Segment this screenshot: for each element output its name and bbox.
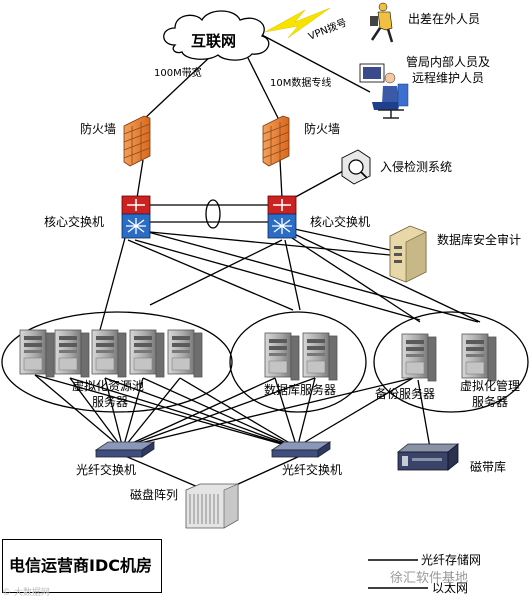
- core-switch-left-icon: [121, 195, 151, 239]
- db-audit-label: 数据库安全审计: [437, 232, 521, 247]
- internal-user-line1: 管局内部人员及: [406, 54, 490, 69]
- db-server-group: [229, 311, 367, 413]
- core-switch-left-label: 核心交换机: [44, 214, 104, 229]
- watermark-left: © 大数据网: [2, 588, 50, 598]
- backup-server-icon: [401, 333, 437, 382]
- disk-array-icon: [185, 483, 239, 529]
- backup-group: [373, 311, 529, 413]
- virt-mgmt-line2: 服务器: [472, 394, 508, 409]
- remote-user-label: 出差在外人员: [408, 12, 480, 26]
- remote-user-icon: [370, 2, 394, 43]
- core-switch-right-icon: [267, 195, 297, 239]
- dedicated-10m-label: 10M数据专线: [270, 76, 331, 89]
- virt-pool-line1: 虚拟化资源池: [72, 379, 144, 393]
- server-icon: [302, 332, 338, 381]
- tape-library-icon: [396, 443, 460, 471]
- link-lines: [99, 34, 481, 449]
- backup-server-label: 备份服务器: [375, 386, 435, 401]
- server-icon: [264, 332, 300, 381]
- virt-pool-servers: [19, 329, 203, 378]
- lightning-icon: [264, 7, 331, 39]
- legend-ethernet-label: 以太网: [432, 580, 468, 595]
- core-switch-right-label: 核心交换机: [310, 214, 370, 229]
- db-servers-label: 数据库服务器: [264, 382, 336, 397]
- firewall-right-label: 防火墙: [304, 121, 340, 136]
- ids-icon: [341, 149, 371, 185]
- bandwidth-100m-label: 100M带宽: [154, 66, 202, 79]
- firewall-left-icon: [123, 115, 151, 167]
- fiber-switch-left-label: 光纤交换机: [76, 462, 136, 477]
- title-box: 电信运营商IDC机房: [2, 539, 162, 593]
- db-servers: [264, 332, 338, 381]
- server-icon: [91, 329, 127, 378]
- firewall-right-icon: [262, 115, 290, 167]
- tape-library-label: 磁带库: [470, 459, 506, 474]
- server-icon: [167, 329, 203, 378]
- server-icon: [129, 329, 165, 378]
- page-title: 电信运营商IDC机房: [9, 556, 152, 575]
- virt-pool-line2: 服务器: [92, 394, 128, 409]
- server-icon: [19, 329, 55, 378]
- virt-pool-group: [1, 311, 233, 413]
- firewall-left-label: 防火墙: [80, 121, 116, 136]
- fiber-switch-right-label: 光纤交换机: [282, 462, 342, 477]
- internet-label: 互联网: [191, 32, 236, 50]
- ids-label: 入侵检测系统: [380, 159, 452, 174]
- fiber-links: [34, 374, 414, 491]
- virt-mgmt-line1: 虚拟化管理: [460, 378, 520, 393]
- fiber-switch-right-icon: [271, 441, 331, 458]
- legend-fiber-label: 光纤存储网: [421, 552, 481, 567]
- server-icon: [54, 329, 90, 378]
- watermark-right: 徐汇软件基地: [390, 571, 469, 586]
- db-audit-icon: [389, 225, 427, 283]
- fiber-switch-left-icon: [95, 441, 155, 458]
- disk-array-label: 磁盘阵列: [130, 487, 178, 502]
- legend: 光纤存储网 以太网: [368, 552, 481, 595]
- workstation-user-icon: [359, 63, 409, 119]
- internal-user-line2: 远程维护人员: [412, 70, 484, 85]
- internet-cloud: 互联网: [163, 10, 270, 61]
- virt-mgmt-server-icon: [461, 333, 497, 382]
